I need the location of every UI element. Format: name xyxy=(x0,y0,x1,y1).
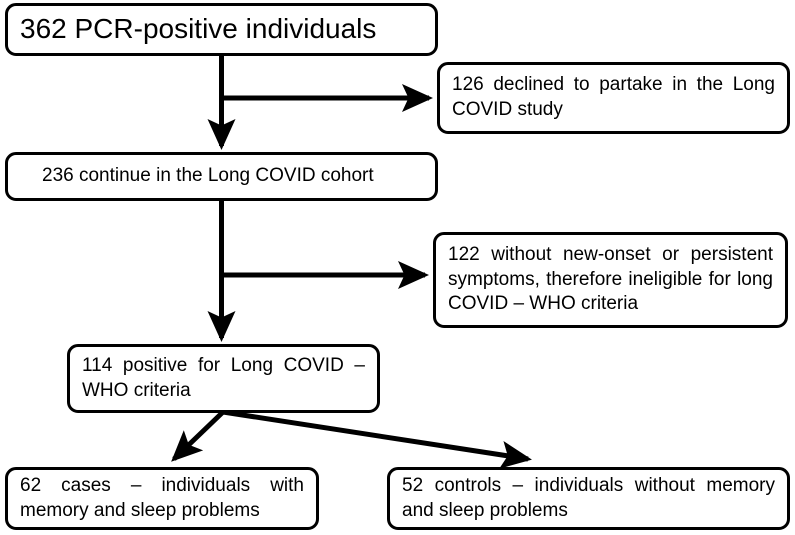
node-ineligible: 122 without new-onset or persistent symp… xyxy=(433,232,788,328)
node-declined: 126 declined to partake in the Long COVI… xyxy=(437,62,790,134)
node-positive-who-label: 114 positive for Long COVID – WHO criter… xyxy=(82,354,365,401)
node-cases-label: 62 cases – individuals with memory and s… xyxy=(20,474,304,521)
node-continue-cohort-label: 236 continue in the Long COVID cohort xyxy=(42,165,374,187)
node-controls-label: 52 controls – individuals without memory… xyxy=(402,474,775,521)
node-ineligible-label: 122 without new-onset or persistent symp… xyxy=(448,243,773,315)
node-pcr-positive: 362 PCR-positive individuals xyxy=(5,3,438,56)
node-pcr-positive-label: 362 PCR-positive individuals xyxy=(20,13,377,45)
node-controls: 52 controls – individuals without memory… xyxy=(387,467,790,530)
edge-positive-who-to-controls xyxy=(222,409,532,469)
node-declined-label: 126 declined to partake in the Long COVI… xyxy=(452,74,775,120)
node-cases: 62 cases – individuals with memory and s… xyxy=(5,467,319,530)
node-continue-cohort: 236 continue in the Long COVID cohort xyxy=(5,152,438,201)
node-positive-who: 114 positive for Long COVID – WHO criter… xyxy=(67,344,380,413)
edge-positive-who-to-cases xyxy=(171,410,225,462)
